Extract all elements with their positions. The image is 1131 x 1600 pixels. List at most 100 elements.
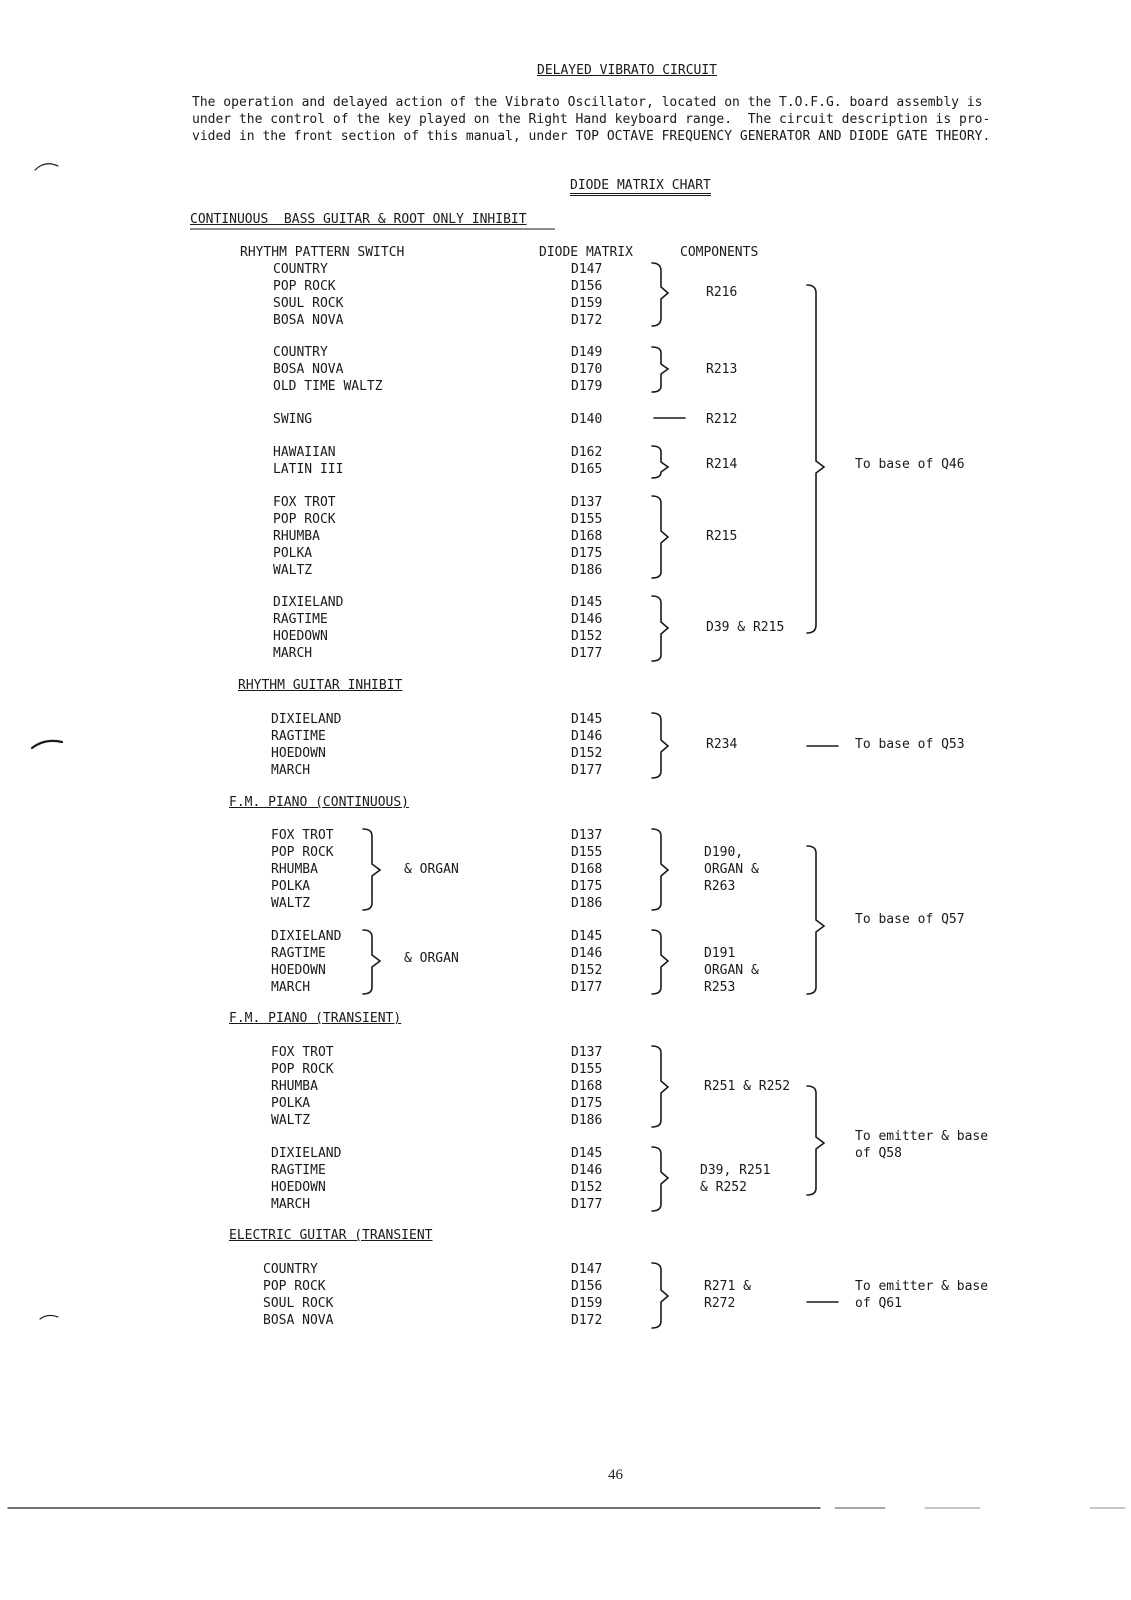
right-brace [651, 828, 670, 911]
component-label: ORGAN & [704, 963, 759, 978]
diode-label: D152 [571, 1180, 603, 1195]
rhythm-label: WALTZ [273, 563, 313, 578]
rhythm-label: SOUL ROCK [273, 296, 344, 311]
right-brace [362, 929, 382, 995]
organ-note: & ORGAN [404, 951, 459, 966]
rhythm-label: WALTZ [271, 1113, 311, 1128]
component-label: R216 [706, 285, 738, 300]
destination-label: To base of Q53 [855, 737, 965, 752]
diode-label: D140 [571, 412, 603, 427]
diode-label: D162 [571, 445, 603, 460]
diode-label: D147 [571, 1262, 603, 1277]
rhythm-label: DIXIELAND [271, 712, 342, 727]
diode-label: D186 [571, 896, 603, 911]
rhythm-label: RHUMBA [271, 862, 318, 877]
component-label: R214 [706, 457, 738, 472]
diode-label: D155 [571, 845, 603, 860]
diode-label: D145 [571, 1146, 603, 1161]
right-brace [651, 1262, 670, 1329]
rhythm-label: RAGTIME [271, 1163, 326, 1178]
rhythm-label: BOSA NOVA [273, 362, 344, 377]
component-label: R213 [706, 362, 738, 377]
right-brace [651, 262, 670, 327]
rhythm-label: RAGTIME [271, 946, 326, 961]
margin-mark [39, 1314, 59, 1320]
diode-label: D152 [571, 963, 603, 978]
rhythm-label: FOX TROT [271, 828, 334, 843]
rhythm-label: COUNTRY [273, 345, 328, 360]
destination-label: To emitter & base [855, 1279, 989, 1294]
rhythm-label: LATIN III [273, 462, 344, 477]
component-label: R234 [706, 737, 738, 752]
diode-label: D156 [571, 1279, 603, 1294]
diode-label: D137 [571, 828, 603, 843]
diode-label: D177 [571, 1197, 603, 1212]
component-label: D39 & R215 [706, 620, 785, 635]
diode-label: D147 [571, 262, 603, 277]
diode-label: D155 [571, 1062, 603, 1077]
right-brace [806, 845, 826, 995]
rhythm-label: POP ROCK [271, 1062, 334, 1077]
diode-label: D149 [571, 345, 603, 360]
rhythm-label: DIXIELAND [271, 929, 342, 944]
diode-label: D146 [571, 612, 603, 627]
destination-label: of Q58 [855, 1146, 902, 1161]
right-brace [806, 1085, 826, 1196]
rhythm-label: HAWAIIAN [273, 445, 336, 460]
rhythm-label: WALTZ [271, 896, 311, 911]
component-label: R251 & R252 [704, 1079, 791, 1094]
rhythm-label: FOX TROT [273, 495, 336, 510]
rhythm-label: MARCH [271, 980, 311, 995]
diode-label: D159 [571, 1296, 603, 1311]
rhythm-label: FOX TROT [271, 1045, 334, 1060]
component-label: & R252 [700, 1180, 747, 1195]
diode-label: D175 [571, 1096, 603, 1111]
right-brace [651, 929, 670, 995]
rhythm-label: RAGTIME [271, 729, 326, 744]
component-label: ORGAN & [704, 862, 759, 877]
diode-label: D168 [571, 529, 603, 544]
destination-label: To base of Q46 [855, 457, 965, 472]
rhythm-label: DIXIELAND [271, 1146, 342, 1161]
rhythm-label: RAGTIME [273, 612, 328, 627]
right-brace [651, 1146, 670, 1212]
diode-label: D186 [571, 1113, 603, 1128]
section-heading-fm-piano-transient: F.M. PIANO (TRANSIENT) [229, 1011, 402, 1026]
diode-label: D152 [571, 629, 603, 644]
intro-line: vided in the front section of this manua… [192, 129, 991, 144]
section-heading-electric-guitar: ELECTRIC GUITAR (TRANSIENT [229, 1228, 433, 1243]
right-brace [362, 828, 382, 911]
rhythm-label: HOEDOWN [273, 629, 328, 644]
diode-label: D170 [571, 362, 603, 377]
component-label: D39, R251 [700, 1163, 771, 1178]
destination-label: To emitter & base [855, 1129, 989, 1144]
intro-line: The operation and delayed action of the … [192, 95, 983, 110]
component-label: R263 [704, 879, 736, 894]
section-heading-fm-piano-continuous: F.M. PIANO (CONTINUOUS) [229, 795, 410, 810]
rhythm-label: SWING [273, 412, 313, 427]
section-heading-rhythm-guitar: RHYTHM GUITAR INHIBIT [238, 678, 403, 693]
diode-label: D168 [571, 1079, 603, 1094]
rhythm-label: MARCH [271, 763, 311, 778]
diode-label: D172 [571, 313, 603, 328]
column-header-switch: RHYTHM PATTERN SWITCH [240, 245, 405, 260]
rhythm-label: SOUL ROCK [263, 1296, 334, 1311]
diode-label: D137 [571, 495, 603, 510]
component-label: R212 [706, 412, 738, 427]
rhythm-label: MARCH [273, 646, 313, 661]
intro-line: under the control of the key played on t… [192, 112, 991, 127]
destination-label: To base of Q57 [855, 912, 965, 927]
rhythm-label: POLKA [271, 879, 311, 894]
diode-label: D146 [571, 1163, 603, 1178]
diode-label: D137 [571, 1045, 603, 1060]
diode-label: D145 [571, 712, 603, 727]
diode-label: D146 [571, 946, 603, 961]
component-label: D191 [704, 946, 736, 961]
margin-mark [34, 163, 59, 171]
right-brace [651, 445, 670, 479]
rhythm-label: COUNTRY [273, 262, 328, 277]
rhythm-label: POP ROCK [273, 512, 336, 527]
chart-title: DIODE MATRIX CHART [570, 178, 711, 196]
rhythm-label: POLKA [273, 546, 313, 561]
diode-label: D177 [571, 646, 603, 661]
